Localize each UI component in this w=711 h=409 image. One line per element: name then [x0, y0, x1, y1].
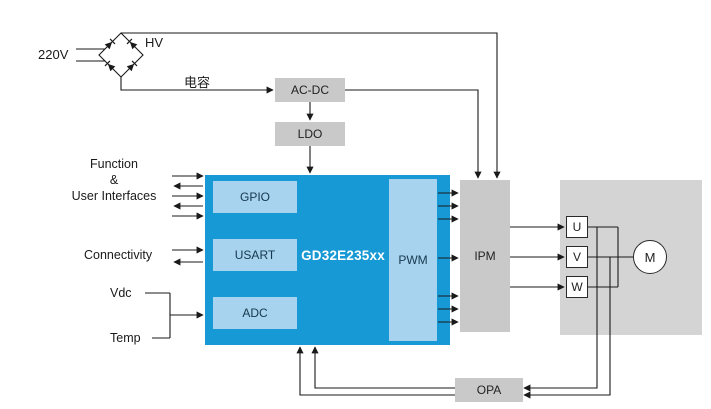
- acdc-block: AC-DC: [275, 78, 345, 102]
- label-capacitor: 电容: [184, 75, 211, 90]
- opa-to-adc-line-1: [311, 346, 455, 389]
- label-temp: Temp: [110, 331, 141, 345]
- bridge-rectifier-icon: [98, 32, 144, 78]
- adc-block: ADC: [213, 297, 297, 329]
- label-function-line2: &: [109, 173, 119, 187]
- label-connectivity: Connectivity: [84, 248, 153, 262]
- phase-w-box: W: [566, 276, 588, 298]
- acdc-to-ipm-line: [345, 89, 482, 179]
- label-vdc: Vdc: [110, 286, 132, 300]
- opa-to-adc-line-2: [296, 346, 455, 396]
- mcu-title: GD32E235xx: [301, 248, 385, 263]
- hv-to-ipm-line: [121, 32, 501, 179]
- label-function-line3: User Interfaces: [71, 189, 157, 203]
- label-function-line1: Function: [90, 157, 138, 171]
- motor-symbol: M: [633, 240, 667, 274]
- gpio-block: GPIO: [213, 181, 297, 213]
- phase-u-box: U: [566, 216, 588, 238]
- bridge-diodes: [104, 38, 138, 72]
- ipm-block: IPM: [460, 180, 510, 332]
- label-function-interfaces: Function & User Interfaces: [58, 156, 170, 204]
- ldo-block: LDO: [275, 122, 345, 146]
- vdc-temp-bracket: [145, 292, 171, 339]
- usart-block: USART: [213, 239, 297, 271]
- bridge-diamond: [98, 32, 144, 78]
- pwm-block: PWM: [389, 179, 437, 341]
- opa-block: OPA: [455, 378, 523, 402]
- phase-v-box: V: [566, 246, 588, 268]
- label-hv: HV: [145, 35, 164, 50]
- label-220v: 220V: [38, 47, 69, 62]
